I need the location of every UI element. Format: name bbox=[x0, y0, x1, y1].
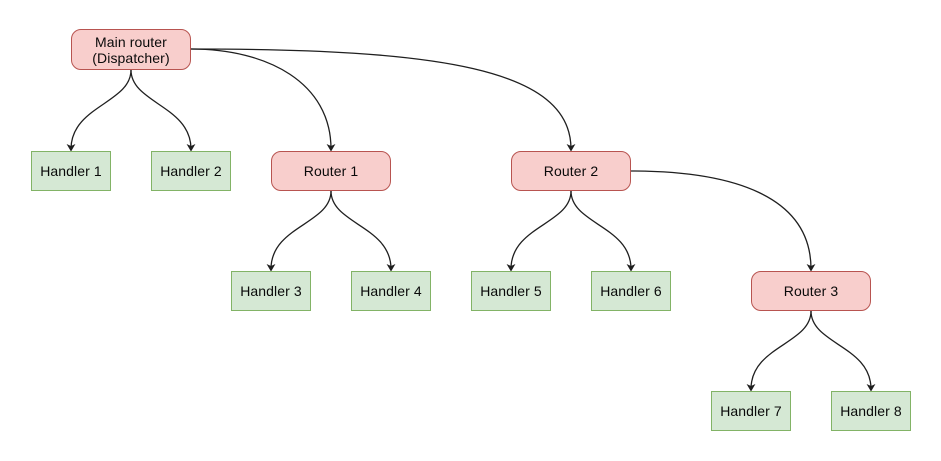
edge-router-3-to-handler-8 bbox=[810, 310, 876, 392]
node-handler-5[interactable]: Handler 5 bbox=[471, 271, 551, 311]
node-label: Handler 5 bbox=[480, 283, 542, 299]
node-handler-7[interactable]: Handler 7 bbox=[711, 391, 791, 431]
edge-main-to-handler-1 bbox=[66, 69, 132, 152]
edge-main-to-router-2 bbox=[190, 48, 576, 152]
node-label: Handler 2 bbox=[160, 163, 222, 179]
edge-router-3-to-handler-7 bbox=[746, 310, 812, 392]
node-router-1[interactable]: Router 1 bbox=[271, 151, 391, 191]
edge-main-to-router-1 bbox=[190, 48, 336, 152]
edge-router-2-to-handler-5 bbox=[506, 190, 572, 272]
node-router-3[interactable]: Router 3 bbox=[751, 271, 871, 311]
node-label: Handler 1 bbox=[40, 163, 102, 179]
node-label: Handler 7 bbox=[720, 403, 782, 419]
edge-router-1-to-handler-3 bbox=[266, 190, 332, 272]
node-handler-6[interactable]: Handler 6 bbox=[591, 271, 671, 311]
node-handler-2[interactable]: Handler 2 bbox=[151, 151, 231, 191]
node-handler-4[interactable]: Handler 4 bbox=[351, 271, 431, 311]
edge-router-1-to-handler-4 bbox=[330, 190, 396, 272]
node-handler-3[interactable]: Handler 3 bbox=[231, 271, 311, 311]
node-label: Router 2 bbox=[543, 163, 599, 179]
edge-router-2-to-handler-6 bbox=[570, 190, 636, 272]
node-handler-8[interactable]: Handler 8 bbox=[831, 391, 911, 431]
node-main-router[interactable]: Main router (Dispatcher) bbox=[71, 29, 191, 70]
node-label: Handler 8 bbox=[840, 403, 902, 419]
node-router-2[interactable]: Router 2 bbox=[511, 151, 631, 191]
node-label: Router 1 bbox=[303, 163, 359, 179]
edge-main-to-handler-2 bbox=[130, 69, 196, 152]
node-label: Handler 6 bbox=[600, 283, 662, 299]
node-label: Router 3 bbox=[783, 283, 839, 299]
edge-router-2-to-router-3 bbox=[630, 170, 816, 272]
node-label: Handler 4 bbox=[360, 283, 422, 299]
node-label: Main router (Dispatcher) bbox=[92, 33, 170, 66]
node-handler-1[interactable]: Handler 1 bbox=[31, 151, 111, 191]
node-label: Handler 3 bbox=[240, 283, 302, 299]
